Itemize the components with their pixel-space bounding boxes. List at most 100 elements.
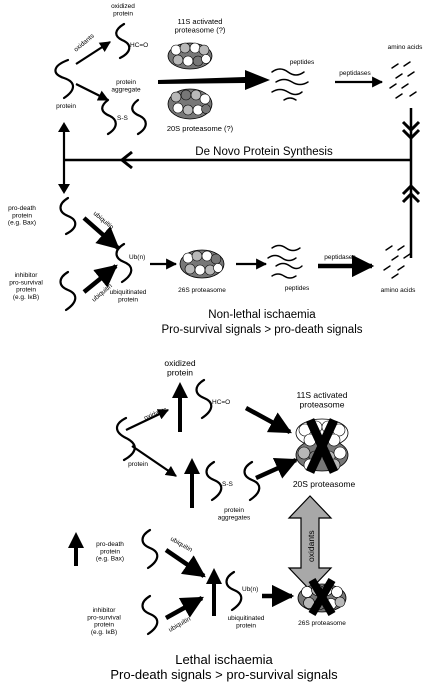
protein-label: protein [128, 461, 148, 468]
panel-title: Non-lethal ischaemia [208, 309, 316, 321]
amino-acids-label: amino acids [381, 287, 416, 294]
protein-strand-icon [205, 460, 223, 502]
inhibition-x-icon [308, 577, 336, 617]
s-s-label: S-S [117, 115, 129, 122]
peptidases-label: peptidases [339, 70, 371, 77]
label-line: pro-survival [9, 279, 43, 286]
peptides-label: peptides [290, 59, 315, 66]
arrow [164, 596, 204, 620]
amino-acids-label: amino acids [388, 44, 423, 51]
peptides-icon [271, 68, 309, 101]
label-line: (e.g. Bax) [8, 220, 36, 227]
protein-strand-icon [59, 196, 77, 236]
label-line: oxidized [111, 3, 135, 10]
panel-title: Lethal ischaemia [175, 652, 273, 667]
label-line: protein [16, 287, 36, 294]
label-line: (e.g. IκB) [13, 294, 39, 301]
protein-strand-icon [115, 416, 136, 462]
proteasome-icon [167, 88, 213, 120]
26s-proteasome-label: 26S proteasome [298, 620, 346, 627]
peptidases-label: peptidases [324, 254, 356, 261]
label-line: aggregates [218, 514, 251, 521]
label-line: pro-death [96, 541, 124, 548]
protein-strand-icon [243, 460, 261, 502]
chevron-up-icon [401, 183, 421, 196]
hc-o-label: HC=O [130, 42, 148, 49]
label-line: protein [116, 79, 136, 86]
peptides-icon [267, 244, 303, 279]
label-line: proteasome (?) [175, 25, 226, 34]
arrow [75, 83, 109, 101]
s-s-label: S-S [222, 481, 234, 488]
proteasome-icon [179, 249, 225, 279]
label-line: pro-death [8, 205, 36, 212]
label-line: aggregate [111, 86, 141, 93]
label-line: 11S activated [297, 390, 348, 400]
protein-strand-icon [141, 528, 159, 570]
label-line: 11S activated [178, 17, 223, 26]
chevron-down-icon [401, 128, 421, 141]
protein-strand-icon [131, 98, 147, 136]
amino-acids-icon [389, 61, 417, 99]
oxidants-label: oxidants [143, 406, 169, 422]
arrow [82, 216, 120, 250]
arrow [75, 41, 111, 65]
label-line: pro-survival [87, 614, 121, 621]
protein-strand-icon [101, 98, 117, 136]
label-line: (e.g. IκB) [91, 629, 117, 636]
arrow [164, 548, 206, 578]
chevron-left-icon [119, 150, 133, 170]
up-arrow [172, 382, 188, 432]
inhibition-x-icon [305, 418, 339, 474]
panel-subtitle: Pro-death signals > pro-survival signals [110, 667, 338, 682]
up-arrow [68, 532, 84, 566]
protein-strand-icon [59, 270, 77, 312]
hc-o-label: HC=O [212, 399, 230, 406]
label-line: protein [100, 548, 120, 555]
chevron-up-icon [401, 191, 421, 204]
label-line: protein [118, 296, 138, 303]
ubiquitin-label: ubiquitin [169, 536, 194, 554]
label-line: protein [94, 622, 114, 629]
arrow [131, 445, 177, 477]
wedge-arrow [158, 70, 270, 90]
arrow [125, 409, 169, 431]
protein-strand-icon [141, 594, 159, 636]
arrow [244, 406, 292, 434]
ubiquitin-label: ubiquitin [168, 615, 193, 633]
arrow [82, 264, 118, 294]
20s-proteasome-label: 20S proteasome [293, 479, 356, 489]
label-line: protein [167, 368, 193, 378]
label-line: inhibitor [15, 272, 39, 279]
panel-subtitle: Pro-survival signals > pro-death signals [161, 324, 362, 336]
label-line: protein [12, 212, 32, 219]
oxidants-label: oxidants [73, 32, 97, 53]
26s-proteasome-label: 26S proteasome [178, 287, 226, 294]
protein-strand-icon [195, 378, 213, 420]
proteasome-icon [167, 42, 213, 70]
label-line: protein [236, 622, 256, 629]
ub-n-label: Ub(n) [129, 254, 145, 261]
label-line: protein [224, 507, 244, 514]
protein-strand-icon [115, 242, 133, 284]
label-line: oxidized [164, 358, 195, 368]
label-line: (e.g. Bax) [96, 556, 124, 563]
label-line: proteasome [300, 400, 345, 410]
up-arrow [206, 568, 222, 616]
protein-strand-icon [225, 570, 243, 612]
label-line: inhibitor [93, 607, 117, 614]
up-arrow [184, 458, 200, 508]
